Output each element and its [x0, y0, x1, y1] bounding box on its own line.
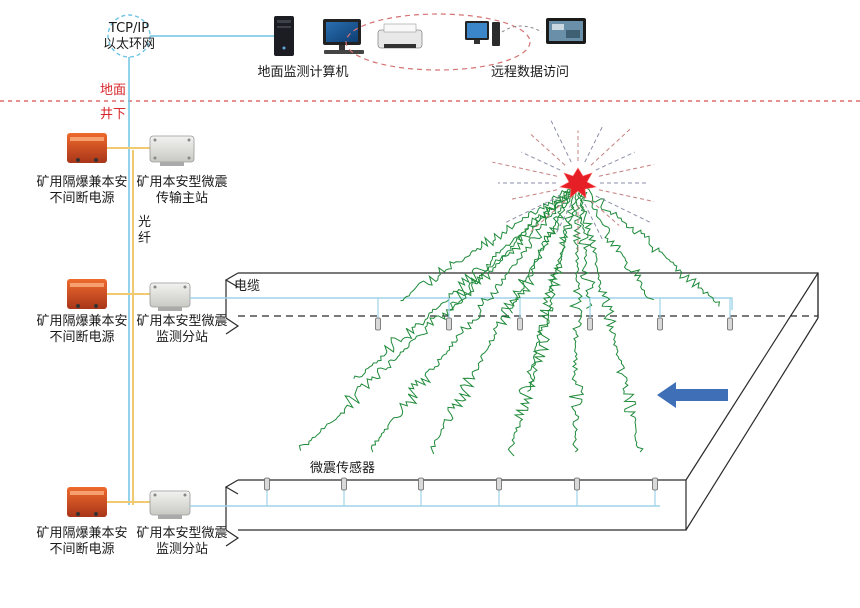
seismic-wave — [577, 182, 720, 307]
sensor-label: 微震传感器 — [310, 460, 375, 476]
ups-label-line1: 矿用隔爆兼本安 — [36, 175, 127, 190]
sensor-group — [264, 298, 733, 506]
source-ray — [549, 118, 572, 163]
coal-seam-block — [224, 272, 819, 547]
computer-monitor-icon — [323, 19, 364, 54]
source-ray — [598, 189, 655, 203]
station-label-line2: 传输主站 — [156, 190, 208, 206]
surface-ring — [345, 13, 531, 71]
network-label-line1: TCP/IP — [108, 21, 149, 36]
station-label-line2: 监测分站 — [156, 330, 208, 345]
direction-arrow-icon — [657, 382, 728, 408]
source-ray — [590, 200, 620, 226]
source-ray — [521, 151, 561, 171]
explosion-icon — [559, 167, 597, 199]
source-ray — [595, 151, 635, 171]
sensor-icon — [652, 477, 658, 506]
fiber-label-line1: 光 — [138, 215, 151, 230]
upper-cable-line — [190, 297, 733, 310]
source-ray — [555, 203, 572, 234]
source-ray — [595, 195, 652, 224]
sensor-icon — [375, 298, 381, 331]
ups-label-line1: 矿用隔爆兼本安 — [36, 314, 127, 329]
seismic-wave — [576, 183, 644, 453]
ups-label-line2: 不间断电源 — [49, 542, 114, 557]
fiber-label-line2: 纤 — [138, 231, 151, 246]
seismic-wave — [400, 182, 579, 302]
seismic-source-group — [492, 118, 655, 251]
source-ray — [598, 163, 655, 177]
remote-workstation-icon — [465, 21, 500, 46]
surface-computer-label: 地面监测计算机 — [257, 65, 348, 80]
seismic-wave — [298, 183, 579, 451]
monitoring-substation-icon — [149, 282, 191, 311]
seismic-wave — [353, 182, 578, 379]
network-node: TCP/IP 以太环网 — [103, 14, 155, 58]
transmission-station-icon — [149, 135, 195, 166]
sensor-icon — [657, 298, 663, 331]
seismic-wave — [449, 182, 578, 311]
remote-display-icon — [546, 18, 586, 44]
remote-link-line — [501, 25, 543, 33]
sensor-icon — [496, 477, 502, 506]
server-tower-icon — [274, 16, 294, 56]
source-ray — [504, 195, 561, 224]
seismic-wave — [430, 182, 578, 455]
sensor-icon — [727, 298, 733, 331]
ups-device-icon — [67, 487, 107, 517]
sensor-icon — [574, 477, 580, 506]
source-ray — [511, 189, 558, 200]
station-label-line2: 监测分站 — [156, 542, 208, 557]
cable-label: 电缆 — [234, 278, 260, 294]
source-ray — [530, 200, 566, 232]
ups-label-line1: 矿用隔爆兼本安 — [36, 526, 127, 541]
sensor-icon — [264, 477, 270, 506]
below-ground-label: 井下 — [100, 107, 126, 122]
source-ray — [530, 134, 566, 166]
above-ground-label: 地面 — [100, 83, 126, 98]
source-ray — [584, 125, 604, 163]
source-ray — [590, 128, 632, 166]
sensor-icon — [517, 298, 523, 331]
sensor-icon — [587, 298, 593, 331]
seismic-wave-group — [298, 182, 720, 457]
printer-icon — [377, 23, 423, 49]
station-label-line1: 矿用本安型微震 — [136, 526, 227, 541]
seismic-wave — [568, 182, 585, 453]
remote-access-label: 远程数据访问 — [491, 65, 569, 80]
ups-device-icon — [67, 133, 107, 163]
sensor-icon — [418, 477, 424, 506]
ups-label-line2: 不间断电源 — [49, 330, 114, 345]
seismic-wave — [507, 182, 580, 457]
station-label-line1: 矿用本安型微震 — [136, 175, 227, 190]
monitoring-substation-icon — [149, 490, 191, 519]
seismic-wave — [527, 182, 579, 392]
seismic-wave — [577, 183, 654, 301]
sensor-icon — [446, 298, 452, 331]
seismic-wave — [370, 182, 579, 453]
ups-label-line2: 不间断电源 — [49, 191, 114, 206]
station-label-line1: 矿用本安型微震 — [136, 314, 227, 329]
sensor-icon — [341, 477, 347, 506]
network-label-line2: 以太环网 — [103, 37, 155, 52]
ups-device-icon — [67, 279, 107, 309]
